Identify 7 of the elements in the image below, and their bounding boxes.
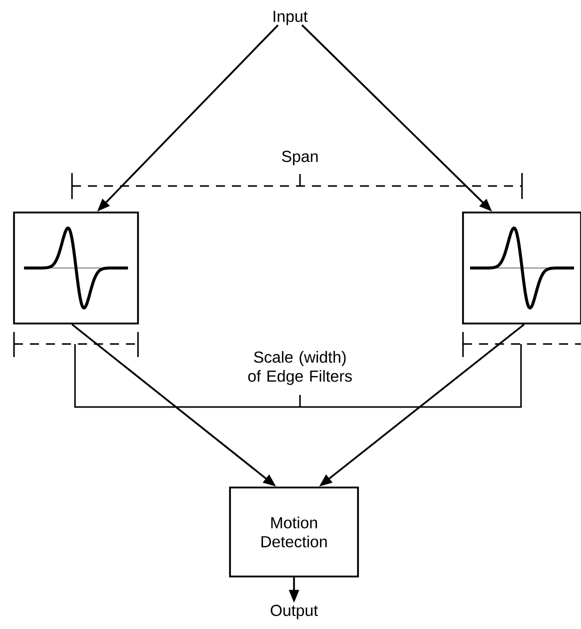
filter-box [13, 212, 139, 324]
filter-box [462, 212, 581, 324]
dimension-label: Span [282, 150, 318, 166]
text-label: Output [270, 604, 318, 620]
dimension-label: Scale (width) of Edge Filters [248, 351, 352, 385]
process-box: Motion Detection [229, 486, 359, 578]
text-label: Input [274, 10, 308, 26]
